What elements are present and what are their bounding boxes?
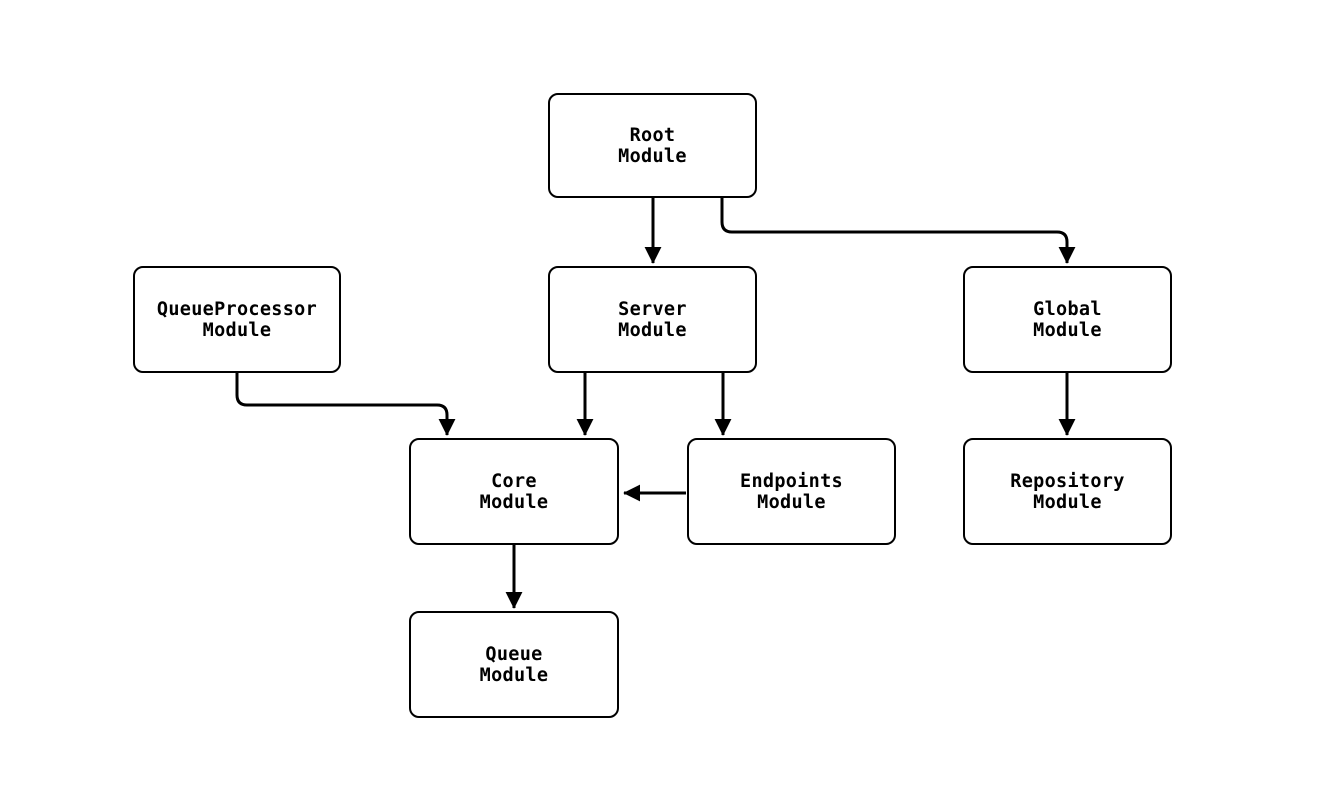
node-label-line: Module <box>1033 319 1102 341</box>
node-label-line: Repository <box>1010 470 1125 492</box>
node-label-line: Module <box>1033 491 1102 513</box>
node-label-line: Module <box>479 664 549 686</box>
node-label-line: Module <box>618 145 687 167</box>
edge-queueprocessor-module-to-core-module <box>235 373 456 436</box>
node-label-line: Global <box>1033 298 1102 320</box>
node-label-line: Module <box>202 319 272 341</box>
node-label-line: QueueProcessor <box>156 298 318 320</box>
node-label-line: Server <box>618 298 687 320</box>
node-label-line: Queue <box>485 643 543 665</box>
node-label-line: Core <box>491 470 537 492</box>
node-label-line: Module <box>618 319 687 341</box>
edge-root-module-to-global-module <box>720 198 1076 264</box>
node-label-line: Root <box>629 124 676 146</box>
node-label-line: Module <box>757 491 826 513</box>
node-label-line: Module <box>479 491 549 513</box>
node-label-line: Endpoints <box>740 470 843 492</box>
